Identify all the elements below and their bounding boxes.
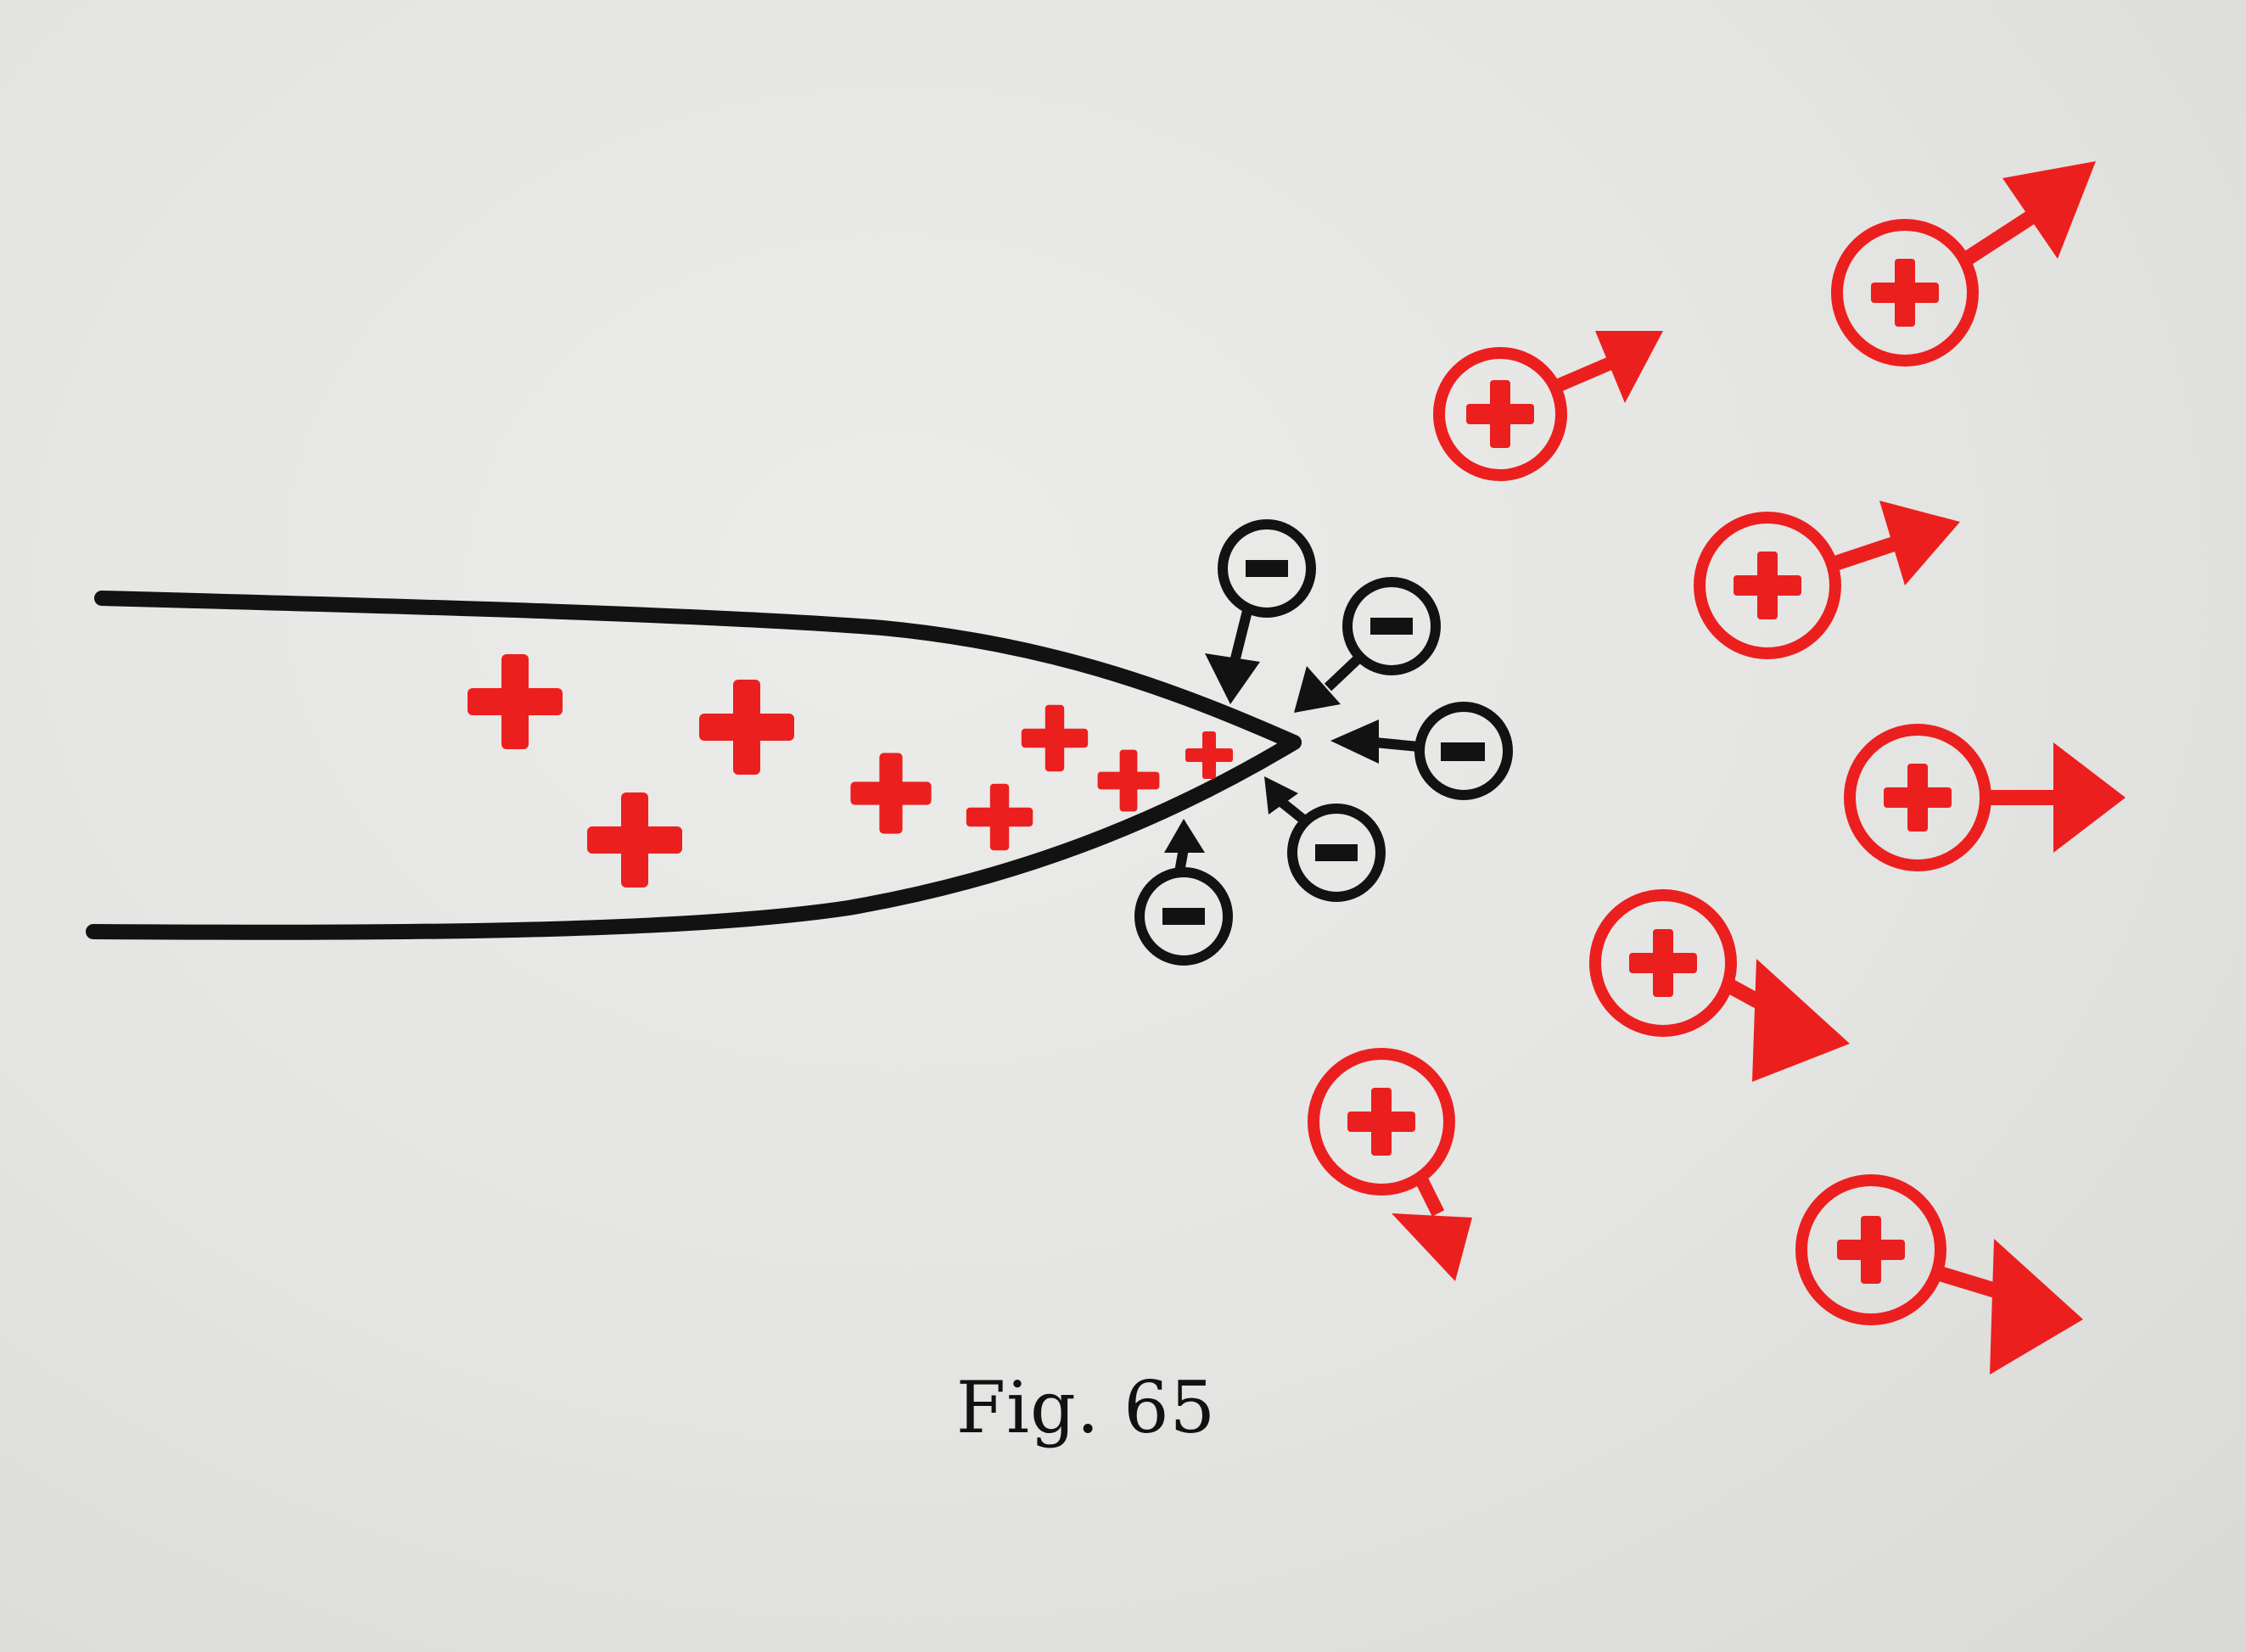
negative-ion (1205, 519, 1316, 704)
needle-lower-edge (86, 735, 1302, 940)
positive-ion (1795, 1174, 2083, 1375)
plus-charge (850, 753, 932, 834)
positive-ion (1589, 889, 1850, 1082)
positive-ions (1308, 161, 2126, 1375)
positive-ion (1694, 501, 1960, 659)
negative-ion (1264, 776, 1386, 902)
negative-ions (1134, 519, 1513, 966)
plus-charge (1185, 731, 1233, 779)
positive-ion (1308, 1048, 1472, 1281)
figure-caption: Fig. 65 (955, 1366, 1217, 1449)
plus-charge (699, 680, 794, 775)
negative-ion (1330, 702, 1513, 800)
plus-charge (468, 654, 563, 749)
plus-charge (1021, 704, 1089, 772)
needle-positive-charges (468, 654, 1233, 888)
positive-ion (1831, 161, 2096, 367)
plus-charge (587, 792, 682, 888)
plus-charge (966, 783, 1033, 851)
needle-electrode (86, 591, 1302, 940)
plus-charge (1097, 749, 1160, 812)
negative-ion (1294, 577, 1441, 713)
needle-upper-edge (94, 591, 1302, 750)
positive-ion (1433, 331, 1663, 481)
positive-ion (1844, 724, 2126, 871)
negative-ion (1134, 819, 1233, 966)
